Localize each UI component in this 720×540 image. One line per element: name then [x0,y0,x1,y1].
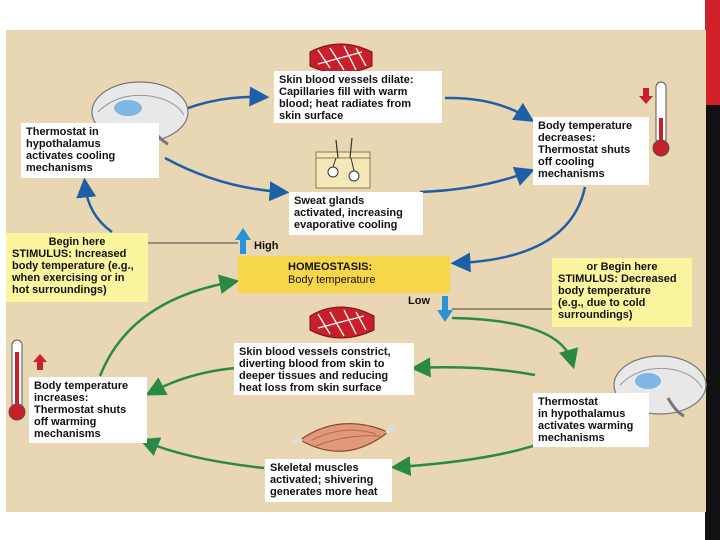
skin-vessels-dilate-text: Skin blood vessels dilate: Capillaries f… [279,74,414,122]
slide-side-bar [705,0,720,540]
skin-vessels-dilate-box: Skin blood vessels dilate: Capillaries f… [274,71,442,123]
temp-up-arrow-icon [33,354,47,370]
high-label: High [254,240,279,252]
blood-vessel-icon [309,306,375,339]
thermostat-cooling-box: Thermostat in hypothalamus activates coo… [21,123,159,178]
arrow-temp-to-homeostasis [450,186,587,273]
skin-vessels-constrict-text: Skin blood vessels constrict, diverting … [239,346,391,394]
arrow-vessels-to-temp [444,96,535,123]
homeostasis-title: HOMEOSTASIS: [288,261,373,273]
begin-here-label: Begin here [48,236,106,248]
arrow-muscles-to-temp [139,437,265,470]
skeletal-muscles-box: Skeletal muscles activated; shivering ge… [265,459,392,502]
down-arrow-icon [437,296,453,322]
stimulus-high-text: STIMULUS: Increased body temperature (e.… [12,248,134,296]
homeostasis-box: HOMEOSTASIS: Body temperature [238,256,450,293]
or-begin-here-label: or Begin here [586,261,658,273]
sweat-glands-text: Sweat glands activated, increasing evapo… [294,195,403,231]
arrow-stimulus-to-thermostat [76,177,113,234]
warming-arrows [98,274,579,477]
stimulus-high-box: Begin here STIMULUS: Increased body temp… [6,233,148,302]
temp-decreases-box: Body temperature decreases: Thermostat s… [533,117,649,185]
arrow-temp-to-homeostasis [98,274,240,377]
up-arrow-icon [235,228,251,254]
thermometer-icon [652,81,670,157]
thermostat-cooling-text: Thermostat in hypothalamus activates coo… [26,126,116,174]
temp-increases-box: Body temperature increases: Thermostat s… [29,377,147,443]
arrow-thermostat-to-sweat [164,156,290,202]
stimulus-low-text: STIMULUS: Decreased body temperature (e.… [558,273,677,321]
skin-vessels-constrict-box: Skin blood vessels constrict, diverting … [234,343,414,395]
thermostat-warming-text: Thermostat in hypothalamus activates war… [538,396,634,444]
sweat-glands-box: Sweat glands activated, increasing evapo… [289,192,423,235]
arrow-sweat-to-temp [419,167,536,194]
arrow-thermostat-to-vessels [410,357,536,378]
thermostat-warming-box: Thermostat in hypothalamus activates war… [533,393,649,447]
blood-vessel-icon [309,43,373,74]
arrow-vessels-to-temp [145,366,237,396]
temp-down-arrow-icon [639,88,653,104]
arrow-stimulus-to-thermostat [451,316,579,370]
muscle-icon [291,423,397,452]
low-label: Low [408,295,430,307]
sweat-gland-icon [315,137,371,189]
stimulus-low-box: or Begin here STIMULUS: Decreased body t… [552,258,692,327]
arrow-thermostat-to-muscles [390,438,551,477]
homeostasis-subtitle: Body temperature [288,274,376,286]
temp-decreases-text: Body temperature decreases: Thermostat s… [538,120,633,180]
thermometer-icon [8,339,26,421]
slide-accent-bar [705,0,720,105]
skeletal-muscles-text: Skeletal muscles activated; shivering ge… [270,462,378,498]
temp-increases-text: Body temperature increases: Thermostat s… [34,380,129,440]
